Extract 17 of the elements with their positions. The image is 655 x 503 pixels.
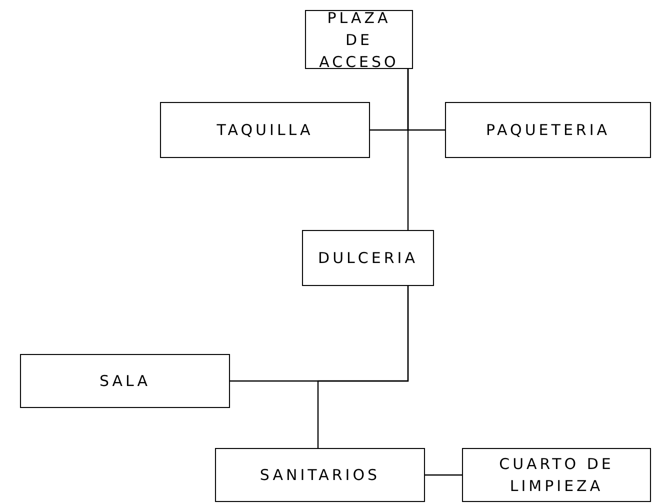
room-box — [20, 354, 230, 408]
room-box — [462, 448, 651, 502]
room-label: SALA — [99, 371, 151, 392]
connector-line — [407, 69, 409, 230]
room-label: SANITARIOS — [260, 465, 380, 486]
connector-line — [317, 286, 409, 448]
room-box — [445, 102, 651, 158]
room-box — [302, 230, 434, 286]
room-box — [160, 102, 370, 158]
room-label: DULCERIA — [318, 248, 418, 269]
room-label: TAQUILLA — [216, 120, 314, 141]
room-label: PLAZA DE ACCESO — [318, 8, 400, 72]
room-label: CUARTO DE LIMPIEZA — [498, 454, 615, 497]
room-box — [305, 10, 413, 69]
room-label: PAQUETERIA — [486, 120, 610, 141]
connector-line — [425, 474, 462, 476]
room-box — [215, 448, 425, 502]
